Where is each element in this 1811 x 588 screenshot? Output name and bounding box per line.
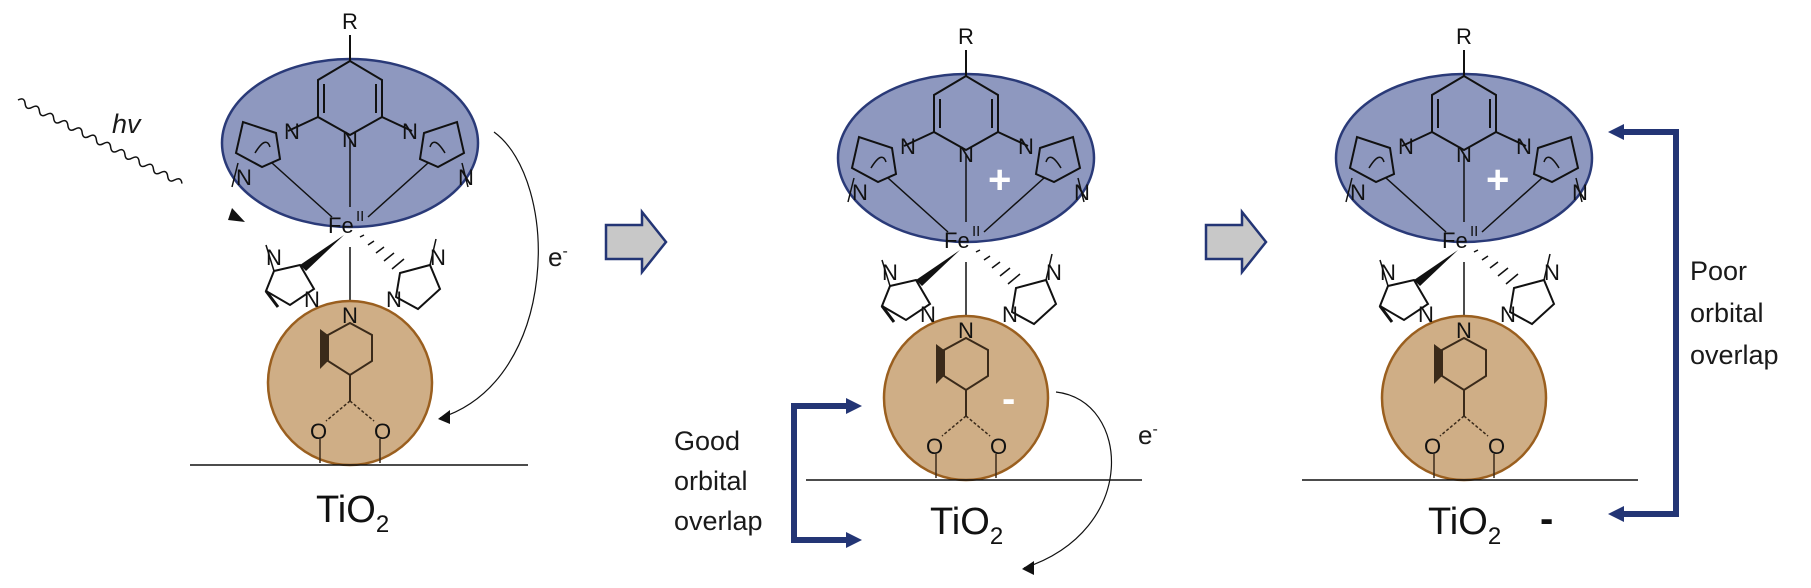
overlap-note-line: Good [674,426,740,456]
atom-label: N [958,318,974,343]
atom-label: N [304,287,320,312]
atom-label: O [990,434,1007,459]
substituent-label: R [958,24,974,49]
photon-wave [17,98,183,184]
overlap-note-line: overlap [1690,340,1779,370]
atom-label: O [310,419,327,444]
atom-label: N [882,260,898,285]
electron-label: e- [548,242,568,272]
overlap-note-line: orbital [1690,298,1764,328]
overlap-note-line: Poor [1690,256,1747,286]
atom-label: N [1456,142,1472,167]
atom-label: N [852,180,868,205]
atom-label: N [1018,134,1034,159]
bracket-arrowhead [1608,124,1624,140]
bracket-arrowhead [846,532,862,548]
overlap-bracket [1620,129,1679,517]
atom-label: N [342,127,358,152]
atom-label: N [1380,260,1396,285]
atom-label: N [236,165,252,190]
surface-label: TiO2 [1428,501,1501,550]
bracket-arrowhead [846,398,862,414]
atom-label: O [1488,434,1505,459]
surface-label: TiO2 [930,501,1003,550]
atom-label: N [1516,134,1532,159]
atom-label: N [1046,260,1062,285]
atom-label: N [458,165,474,190]
atom-label: N [1500,302,1516,327]
panel-2: R N N N N N + Fe II N N N N N - O O [836,24,1096,482]
photon-arrowhead [228,208,245,222]
electron-transfer-arrow [439,131,539,419]
atom-label: N [920,302,936,327]
photon-label: hv [112,109,142,139]
atom-label: N [402,119,418,144]
overlap-bracket [791,403,852,543]
electron-arrowhead [1022,561,1034,575]
electron-label: e- [1138,420,1158,450]
overlap-note-line: overlap [674,506,763,536]
atom-label: N [342,303,358,328]
surface-label: TiO2 [316,489,389,538]
metal-label: Fe [328,213,354,238]
panel-1: R N N N N N Fe II N N N N N O O [220,9,480,467]
ligand-charge: + [988,158,1011,202]
ligand-charge: + [1486,158,1509,202]
overlap-note-line: orbital [674,466,748,496]
atom-label: N [284,119,300,144]
step-arrow [1204,208,1268,276]
metal-label: Fe [1442,228,1468,253]
atom-label: N [1544,260,1560,285]
bracket-arrowhead [1608,506,1624,522]
atom-label: N [1398,134,1414,159]
atom-label: N [1456,318,1472,343]
atom-label: N [266,245,282,270]
atom-label: N [386,287,402,312]
atom-label: N [1572,180,1588,205]
substituent-label: R [1456,24,1472,49]
electron-transfer-arrow [1023,391,1113,569]
atom-label: O [1424,434,1441,459]
step-arrow [604,208,668,276]
metal-label: Fe [944,228,970,253]
atom-label: O [374,419,391,444]
surface-charge: - [1540,497,1553,541]
electron-arrowhead [438,410,450,424]
atom-label: O [926,434,943,459]
oxidation-label: II [356,208,364,225]
atom-label: N [430,245,446,270]
oxidation-label: II [1470,223,1478,240]
oxidation-label: II [972,223,980,240]
atom-label: N [1074,180,1090,205]
substituent-label: R [342,9,358,34]
atom-label: N [900,134,916,159]
panel-3: R N N N N N + Fe II N N N N N O O [1334,24,1594,482]
atom-label: N [958,142,974,167]
atom-label: N [1350,180,1366,205]
atom-label: N [1418,302,1434,327]
anchor-charge: - [1002,377,1015,421]
atom-label: N [1002,302,1018,327]
